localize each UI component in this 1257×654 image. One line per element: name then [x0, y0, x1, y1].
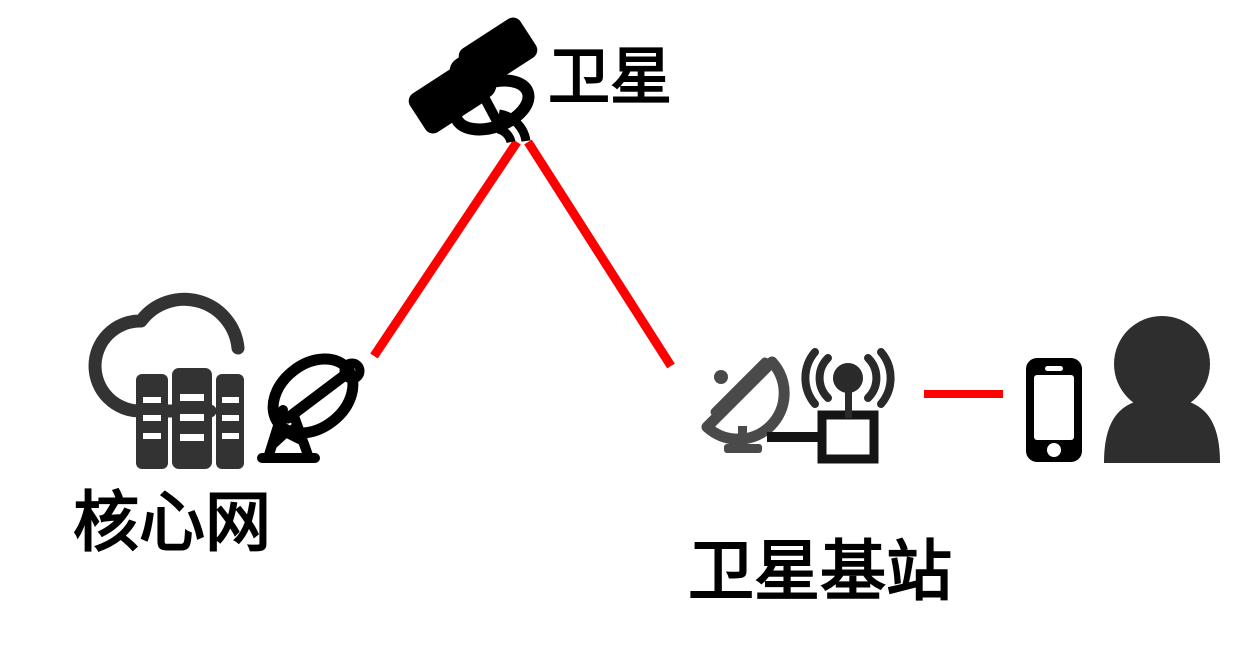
base-station-equipment [767, 348, 895, 464]
server-rack-left [136, 374, 168, 469]
antenna-tower-icon [801, 348, 895, 418]
antenna-mast [845, 380, 852, 418]
smartphone-icon [1026, 358, 1082, 462]
server-rack-right [216, 374, 244, 469]
smartphone-home-button [1047, 443, 1061, 457]
satellite-signal-wave-inner [496, 124, 516, 144]
user-avatar-icon [1104, 316, 1220, 463]
user-avatar-body [1104, 398, 1220, 463]
equipment-box-icon [817, 410, 879, 464]
satellite-icon [408, 17, 538, 144]
server-rack-slots [143, 394, 239, 441]
smartphone-screen [1034, 375, 1074, 440]
smartphone-speaker [1045, 366, 1063, 371]
satellite-strut [442, 52, 494, 91]
antenna-wave-left-inner [815, 354, 832, 402]
base-station-dish-foot [724, 444, 762, 453]
link-core-network-to-satellite [370, 139, 521, 359]
base-station-dish-mast [738, 426, 747, 450]
link-satellite-to-base-station [524, 139, 675, 369]
satellite-base-station-label: 卫星基站 [688, 534, 952, 608]
server-rack-icon [136, 368, 244, 469]
satellite-signal-wave-outer [498, 109, 531, 142]
ground-station-tower-lattice [270, 421, 304, 449]
antenna-wave-right-outer [877, 348, 895, 408]
ground-station-dish-icon [257, 353, 365, 463]
base-station-dish-icon [701, 356, 790, 453]
antenna-head [833, 363, 863, 393]
antenna-wave-left-outer [801, 348, 819, 408]
core-network-label: 核心网 [73, 485, 271, 559]
cloud-icon [88, 292, 245, 418]
user-avatar-head [1114, 316, 1210, 412]
base-station-dish-feed-dot [714, 370, 728, 384]
wireless-links [370, 139, 1003, 398]
base-station-dish-feed-line [710, 357, 770, 417]
cloud-outline [88, 292, 245, 418]
ground-station-feed-horn [339, 358, 365, 384]
satellite-feed-arm [478, 92, 504, 128]
antenna-wave-right-inner [864, 354, 881, 402]
satellite-label: 卫星 [548, 43, 673, 112]
base-station-dish-bowl [701, 356, 790, 445]
ground-station-feed-arm [282, 369, 351, 424]
